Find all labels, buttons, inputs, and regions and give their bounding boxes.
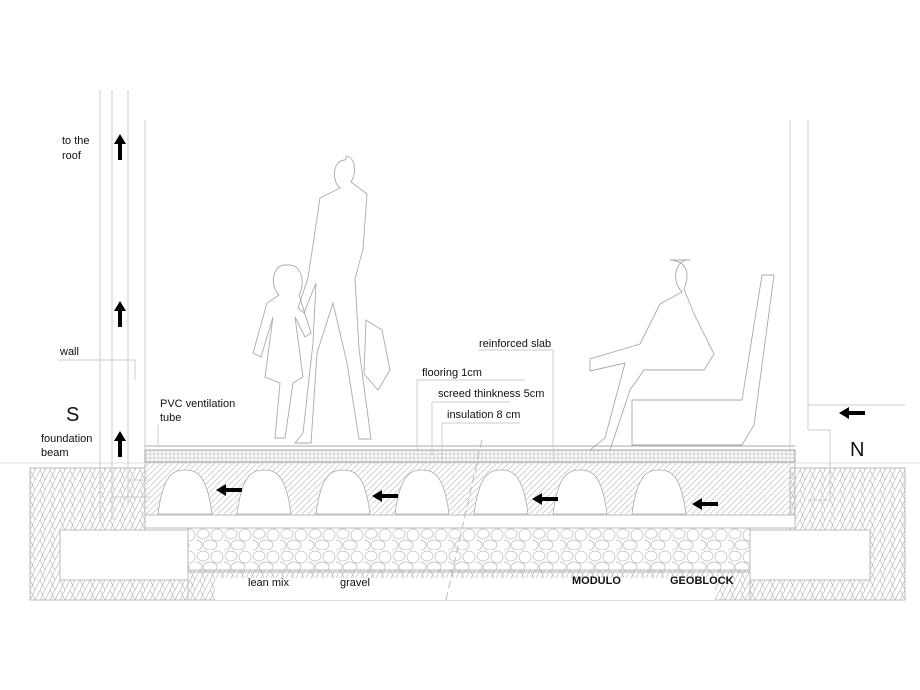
label-south: S: [66, 404, 80, 426]
arrow-left-icon: [216, 484, 242, 496]
modulo-dome: [157, 469, 213, 515]
screed-layer: [144, 449, 796, 463]
ground-left: [29, 467, 189, 601]
label-to-the-roof-1: to the: [62, 135, 90, 147]
arrow-left-icon: [839, 407, 865, 419]
label-foundation-2: beam: [41, 447, 69, 459]
modulo-domes: [157, 469, 687, 515]
modulo-dome: [394, 469, 450, 515]
label-foundation-1: foundation: [41, 433, 93, 445]
people: [252, 155, 775, 451]
label-to-the-roof-2: roof: [62, 150, 81, 162]
label-lean-mix: lean mix: [248, 577, 289, 589]
label-screed: screed thinkness 5cm: [438, 388, 545, 400]
label-pvc-2: tube: [160, 412, 182, 424]
leader-lines: [58, 349, 554, 460]
label-north: N: [850, 439, 865, 461]
lean-mix-gap: [215, 578, 715, 600]
arrow-left-icon: [692, 498, 718, 510]
arrow-up-icon: [114, 431, 126, 457]
walls: [99, 90, 905, 601]
label-wall: wall: [60, 346, 79, 358]
label-modulo: MODULO: [572, 575, 621, 587]
airflow-arrows: [114, 134, 865, 510]
gravel-layer: [187, 527, 751, 573]
modulo-dome: [236, 469, 292, 515]
arrow-up-icon: [114, 301, 126, 327]
ground-right: [749, 467, 906, 601]
label-flooring: flooring 1cm: [422, 367, 482, 379]
label-insulation: insulation 8 cm: [447, 409, 521, 421]
label-gravel: gravel: [340, 577, 370, 589]
modulo-dome: [552, 469, 608, 515]
arrow-left-icon: [532, 493, 558, 505]
modulo-dome: [631, 469, 687, 515]
modulo-dome: [315, 469, 371, 515]
base-slab: [144, 514, 796, 529]
label-geoblock: GEOBLOCK: [670, 575, 734, 587]
label-reinforced-slab: reinforced slab: [479, 338, 552, 350]
modulo-dome: [473, 469, 529, 515]
label-pvc-1: PVC ventilation: [160, 398, 236, 410]
arrow-left-icon: [372, 490, 398, 502]
arrow-up-icon: [114, 134, 126, 160]
